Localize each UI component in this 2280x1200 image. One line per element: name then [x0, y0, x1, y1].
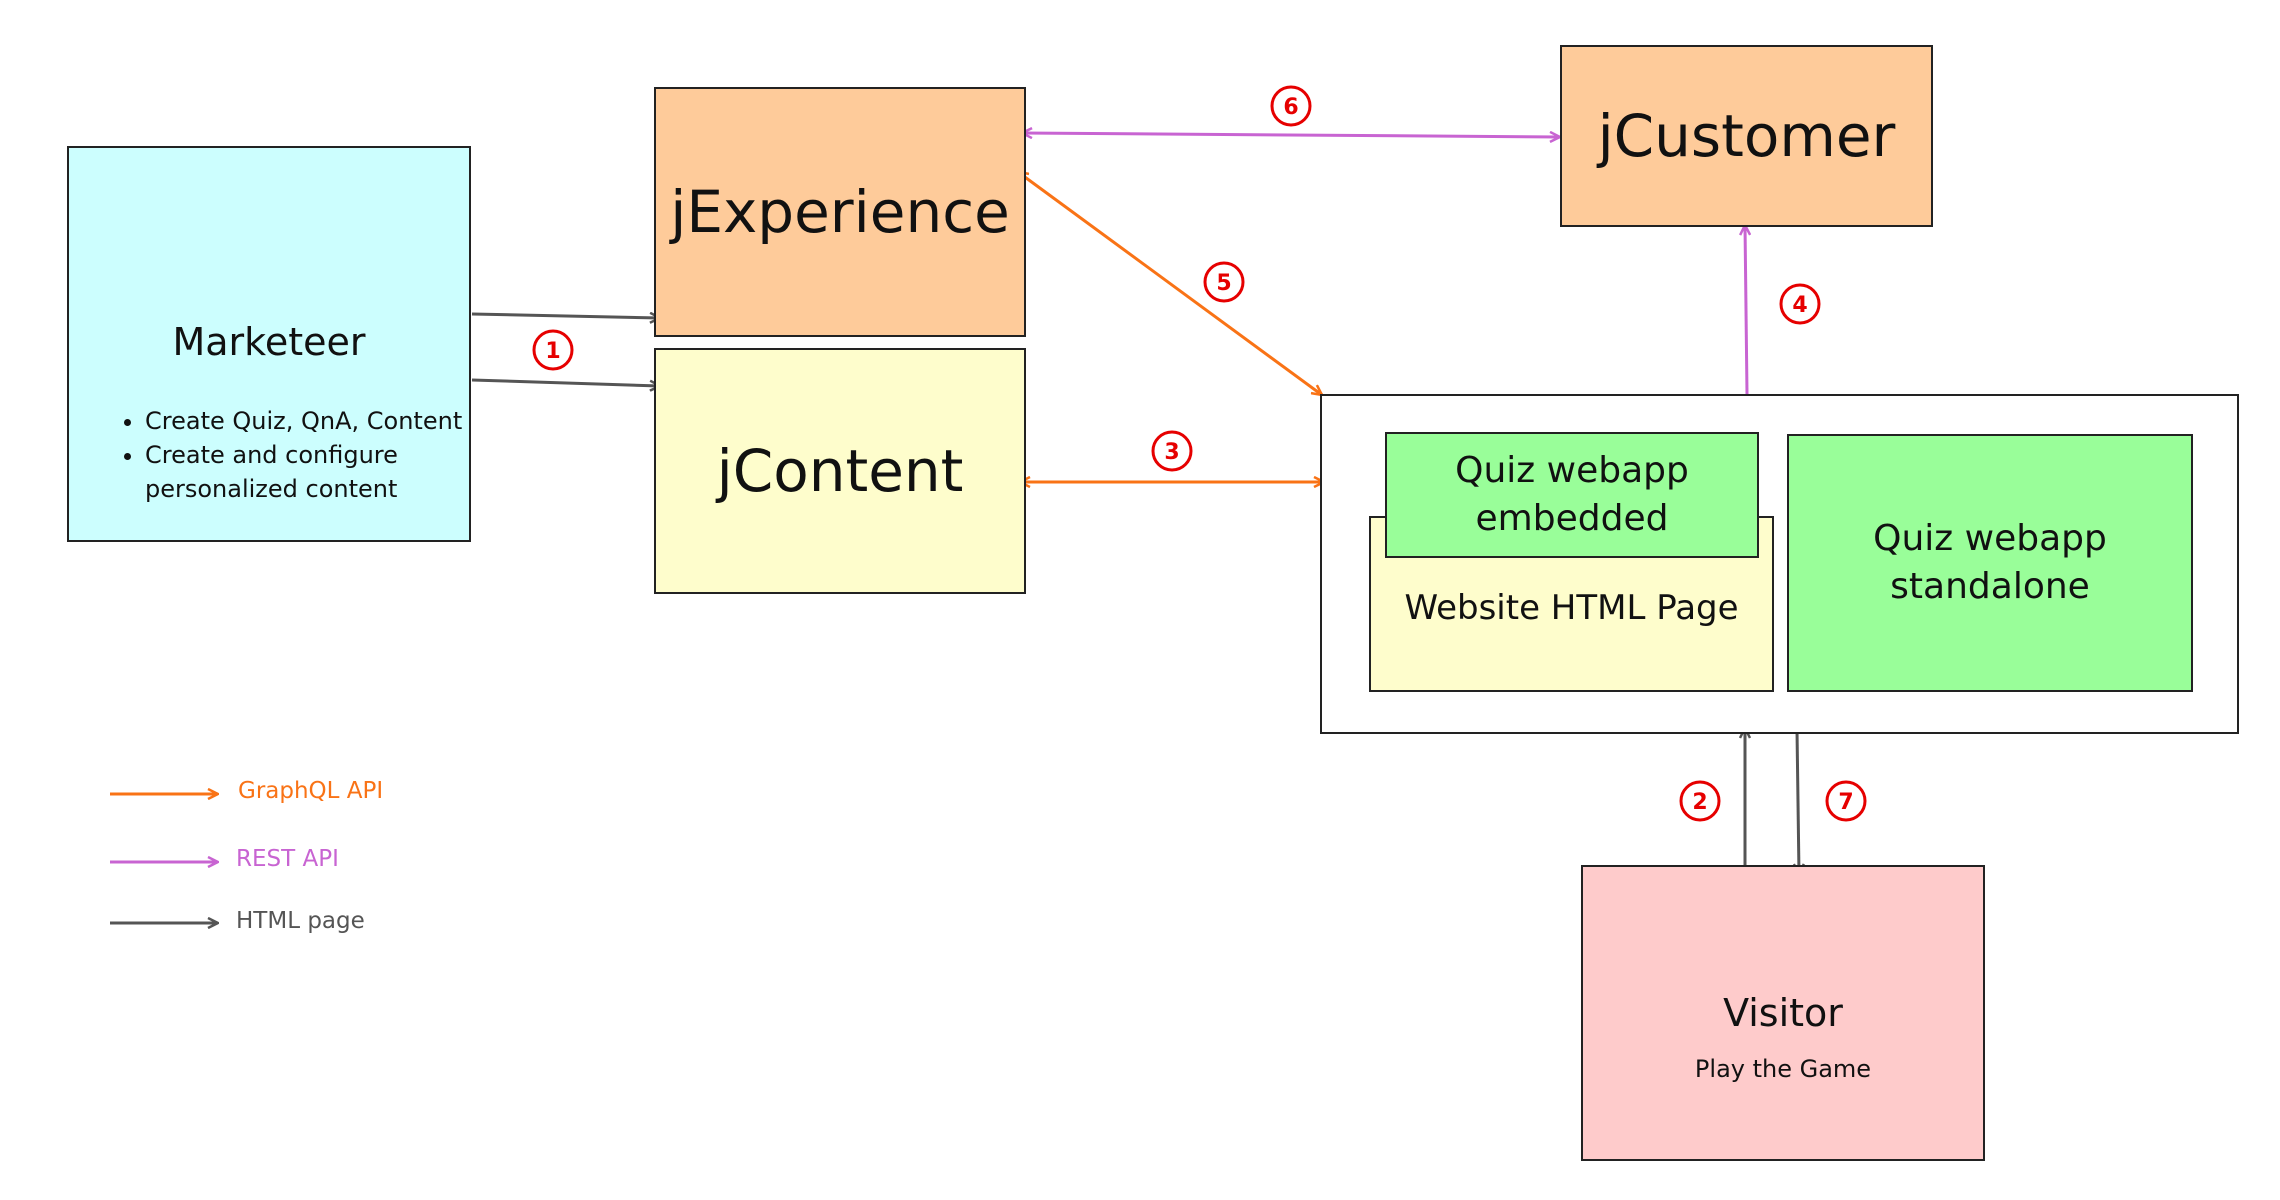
website-html-page-title: Website HTML Page [1404, 588, 1739, 628]
marketeer-box: Marketeer Create Quiz, QnA, Content Crea… [67, 146, 471, 542]
arrow-website-to-visitor [1797, 729, 1799, 874]
legend-label-html: HTML page [236, 908, 365, 934]
step-badge-1: 1 [532, 329, 574, 371]
step-badge-7: 7 [1825, 780, 1867, 822]
jcustomer-title: jCustomer [1597, 102, 1896, 170]
quiz-webapp-standalone-box: Quiz webapp standalone [1787, 434, 2193, 692]
legend-label-graphql: GraphQL API [238, 778, 384, 804]
step-badge-6: 6 [1270, 85, 1312, 127]
visitor-title: Visitor [1723, 991, 1843, 1035]
svg-text:6: 6 [1283, 95, 1298, 120]
quiz-standalone-line1: Quiz webapp [1873, 518, 2107, 559]
marketeer-title: Marketeer [172, 320, 366, 364]
arrow-website-to-jcustomer [1745, 225, 1747, 395]
marketeer-bullet: Create Quiz, QnA, Content [145, 404, 475, 438]
step-badge-5: 5 [1203, 261, 1245, 303]
svg-text:7: 7 [1838, 790, 1853, 815]
svg-text:1: 1 [545, 339, 560, 364]
quiz-embedded-line2: embedded [1475, 498, 1669, 539]
marketeer-bullet-list: Create Quiz, QnA, Content Create and con… [113, 404, 475, 506]
jexperience-box: jExperience [654, 87, 1026, 337]
svg-text:3: 3 [1164, 440, 1179, 465]
svg-text:2: 2 [1692, 790, 1707, 815]
quiz-embedded-line1: Quiz webapp [1455, 450, 1689, 491]
quiz-webapp-embedded-box: Quiz webapp embedded [1385, 432, 1759, 558]
visitor-box: Visitor Play the Game [1581, 865, 1985, 1161]
step-badge-3: 3 [1151, 430, 1193, 472]
arrow-jexperience-website [1018, 172, 1322, 395]
step-badge-2: 2 [1679, 780, 1721, 822]
jcustomer-box: jCustomer [1560, 45, 1933, 227]
arrow-jexperience-jcustomer [1022, 133, 1560, 137]
marketeer-bullet: Create and configure personalized conten… [145, 438, 475, 506]
jcontent-box: jContent [654, 348, 1026, 594]
visitor-subtitle: Play the Game [1694, 1055, 1872, 1083]
jexperience-title: jExperience [670, 178, 1010, 246]
step-badge-4: 4 [1779, 283, 1821, 325]
arrow-marketeer-to-jcontent [471, 378, 660, 386]
svg-text:4: 4 [1792, 293, 1807, 318]
legend-label-rest: REST API [236, 846, 339, 872]
quiz-standalone-line2: standalone [1890, 566, 2090, 607]
arrow-marketeer-to-jexperience [471, 314, 660, 318]
svg-text:5: 5 [1216, 271, 1231, 296]
jcontent-title: jContent [716, 437, 964, 505]
